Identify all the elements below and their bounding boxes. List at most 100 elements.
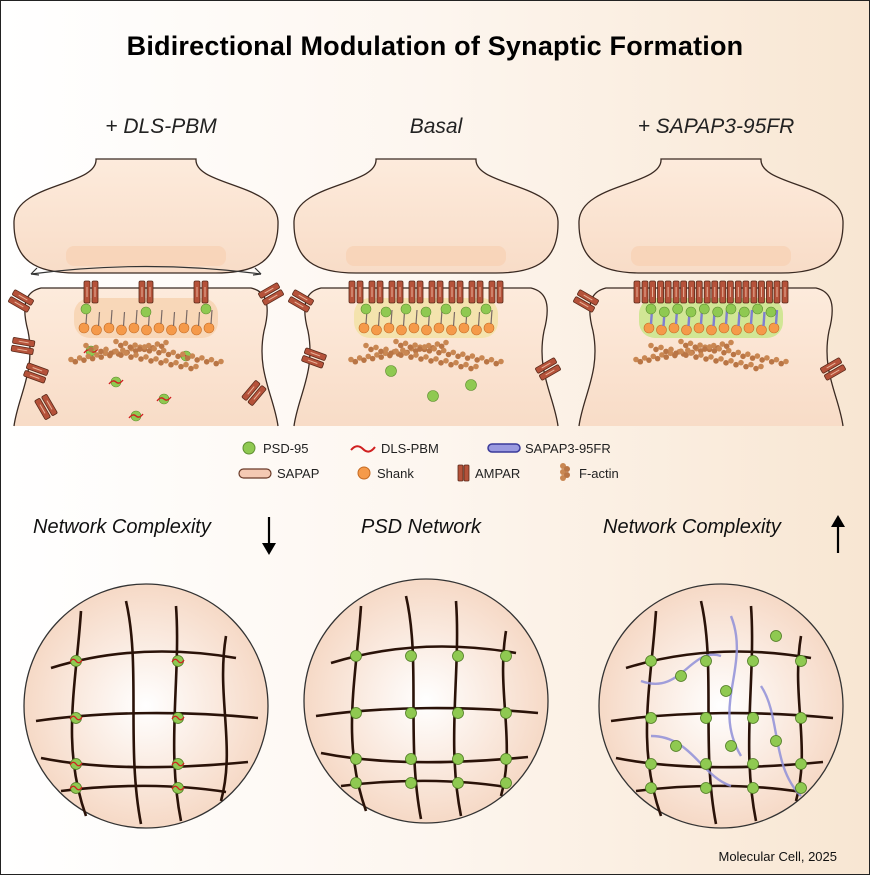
sapap-link [490,309,493,325]
sapap-link [749,309,754,325]
f-actin-filament [83,342,199,372]
psd95-molecule [765,306,777,318]
psd95-node [452,777,464,789]
shank-molecule [681,324,692,336]
sapap-link [110,309,113,325]
shank-molecule [91,324,102,336]
shank-molecule [396,324,407,336]
ampar-receptor [695,280,711,304]
sapap-link [737,311,741,327]
ampar-receptor [368,280,384,304]
psd95-molecule [672,303,683,315]
sapap-link [172,311,176,327]
psd95-molecule [739,306,750,318]
psd95-molecule [420,306,432,318]
arrow-left-icon [30,267,40,276]
sapap-link [415,309,418,325]
ampar-receptor [448,280,464,304]
ampar-receptor [664,280,680,304]
psd95-molecule [465,379,477,391]
ampar-receptor [758,280,773,304]
network-fiber [219,635,229,802]
panel-label-right: Network Complexity [603,516,781,538]
f-actin-filament [648,342,764,372]
psd95-node [700,758,712,770]
shank-molecule [203,322,215,334]
psd-network-sapap3 [598,583,844,829]
ampar-receptor [773,280,789,304]
legend-sapap-label: SAPAP [277,466,320,481]
shank-molecule [433,322,445,334]
sapap-link [185,309,188,325]
sapap-link [210,309,213,325]
shank-molecule [371,324,382,336]
f-actin-filament [113,338,224,367]
sapap-link [390,309,393,325]
sapap-link [452,311,456,327]
dls-pbm-peptide [171,715,185,721]
legend-shank-icon [357,466,371,480]
sapap-link [122,311,126,327]
legend-shank-label: Shank [377,466,414,481]
shank-molecule [693,322,705,334]
psd95-molecule [385,365,397,377]
psd-network-dls [23,583,269,829]
psd95-node [500,650,512,662]
psd95-node [770,735,782,747]
ampar-receptor [241,380,267,406]
network-circle [303,578,549,824]
ampar-receptor [288,289,314,313]
shank-molecule [656,324,667,336]
psd95-molecule [685,306,697,318]
psd95-molecule [659,306,670,318]
legend-psd95-icon [242,441,256,455]
sapap-link [774,309,779,325]
arrow-right-icon [252,267,262,276]
network-fiber [40,756,249,769]
network-fiber [699,600,718,825]
legend-psd95-label: PSD-95 [263,441,309,456]
sapap-link [402,311,406,327]
psd95-node [645,758,657,770]
psd95-molecule [360,303,372,315]
psd95-molecule [400,303,412,315]
ampar-receptor [742,280,758,304]
shank-molecule [756,324,767,336]
ampar-receptor [468,280,484,304]
dls-pbm-peptide [156,396,172,402]
psd95-node [720,685,732,697]
ampar-receptor [23,362,49,384]
psd95-node [670,740,682,752]
sapap-link [197,311,201,327]
shank-molecule [768,322,780,334]
psd95-node [645,712,657,724]
presynaptic-terminal [578,158,844,274]
ampar-receptor [193,280,209,304]
psd95-molecule [752,303,763,315]
condition-label-basal: Basal [409,115,463,138]
diffusion-arc [30,265,262,275]
psd95-node [452,707,464,719]
ampar-receptor [633,280,649,304]
condition-label-sapap3-95fr: + SAPAP3-95FR [637,115,795,138]
shank-molecule [141,324,152,336]
psd95-molecule [440,303,452,315]
ampar-receptor [726,280,742,304]
psd95-molecule [380,306,392,318]
vesicle-pool [66,246,226,266]
psd95-node [645,655,657,667]
ampar-receptor [348,280,364,304]
psd95-node [795,782,807,794]
psd95-molecule [480,303,492,315]
f-actin-filament [393,338,504,367]
shank-molecule [116,324,127,336]
shank-molecule [731,324,742,336]
sapap-link [762,311,766,327]
dls-pbm-peptide [69,715,83,721]
shank-molecule [483,322,495,334]
ampar-receptor [535,357,561,381]
shank-molecule [421,324,432,336]
ampar-receptor [680,280,696,304]
psd95-molecule [699,303,710,315]
